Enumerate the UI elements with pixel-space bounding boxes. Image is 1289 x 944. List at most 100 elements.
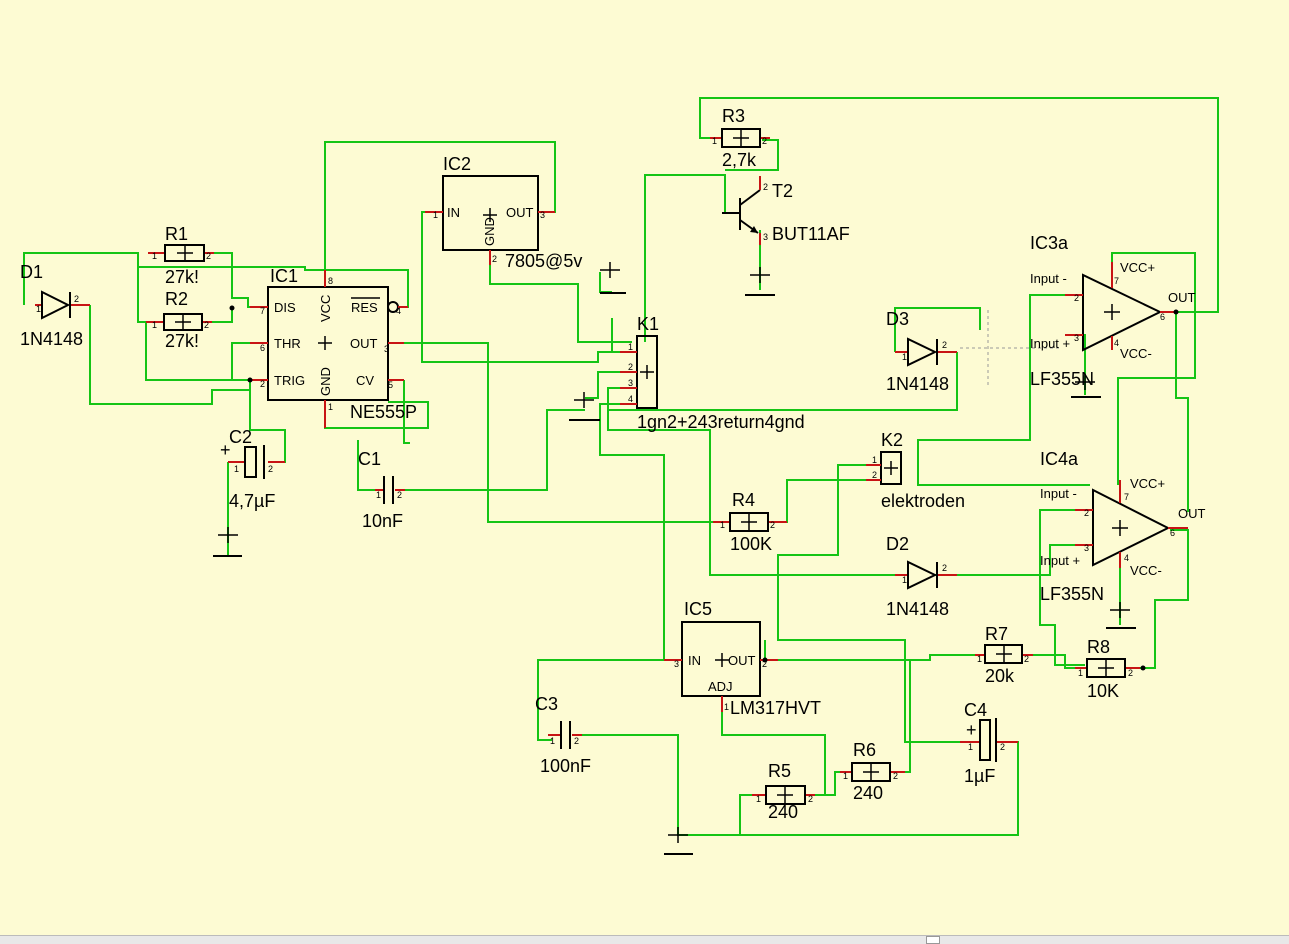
ic1-pin-out: OUT	[350, 336, 378, 351]
svg-text:1: 1	[902, 352, 907, 362]
ic2-pin-in: IN	[447, 205, 460, 220]
ic3a-label: IC3a	[1030, 233, 1069, 253]
svg-text:8: 8	[328, 276, 333, 286]
opamp-ic3a[interactable]: 236 74 Input - Input + VCC+ VCC- OUT IC3…	[1030, 233, 1196, 389]
ic1-pin-gnd: GND	[318, 367, 333, 396]
svg-text:2: 2	[1084, 508, 1089, 518]
wires	[23, 97, 1219, 836]
dashed-guides	[960, 310, 1060, 388]
ic2-value: 7805@5v	[505, 251, 582, 271]
svg-text:3: 3	[540, 210, 545, 220]
d1-label: D1	[20, 262, 43, 282]
svg-text:+: +	[966, 720, 977, 740]
ic3a-pin-inp: Input +	[1030, 336, 1070, 351]
ic1-ne555[interactable]: 762 81 435 DIS THR TRIG RES OUT CV VCC G…	[250, 266, 417, 428]
svg-text:3: 3	[384, 344, 389, 354]
ic1-label: IC1	[270, 266, 298, 286]
svg-text:7: 7	[1114, 276, 1119, 286]
svg-text:1: 1	[152, 320, 157, 330]
svg-text:6: 6	[260, 343, 265, 353]
r5-label: R5	[768, 761, 791, 781]
diode-d3[interactable]: 12 D3 1N4148	[886, 309, 957, 394]
ic3a-pin-vccp: VCC+	[1120, 260, 1155, 275]
svg-text:4: 4	[1124, 553, 1129, 563]
svg-text:2: 2	[628, 362, 633, 372]
c1-value: 10nF	[362, 511, 403, 531]
r7-value: 20k	[985, 666, 1015, 686]
svg-text:2: 2	[574, 736, 579, 746]
svg-text:1: 1	[433, 210, 438, 220]
t2-value: BUT11AF	[772, 224, 850, 244]
svg-text:2: 2	[763, 182, 768, 192]
svg-text:6: 6	[1170, 528, 1175, 538]
svg-text:5: 5	[388, 380, 393, 390]
r8-value: 10K	[1087, 681, 1119, 701]
ic1-value: NE555P	[350, 402, 417, 422]
r5-value: 240	[768, 802, 798, 822]
svg-text:2: 2	[762, 659, 767, 669]
svg-text:1: 1	[328, 402, 333, 412]
ic3a-pin-inm: Input -	[1030, 271, 1067, 286]
svg-text:1: 1	[712, 136, 717, 146]
r4-value: 100K	[730, 534, 772, 554]
resistor-r3[interactable]: 1 2 R3 2,7k	[710, 106, 770, 170]
opamp-ic4a[interactable]: 236 74 Input - Input + VCC+ VCC- OUT IC4…	[1040, 449, 1206, 604]
diode-d2[interactable]: 12 D2 1N4148	[886, 534, 957, 619]
ic1-pin-thr: THR	[274, 336, 301, 351]
d2-label: D2	[886, 534, 909, 554]
junctions	[229, 305, 1179, 671]
svg-text:3: 3	[628, 378, 633, 388]
r3-value: 2,7k	[722, 150, 757, 170]
svg-text:1: 1	[1078, 668, 1083, 678]
diode-d1[interactable]: 12 D1 1N4148	[20, 262, 90, 349]
c4-value: 1µF	[964, 766, 995, 786]
svg-text:1: 1	[872, 455, 877, 465]
ic3a-pin-vccm: VCC-	[1120, 346, 1152, 361]
transistor-t2[interactable]: 23 T2 BUT11AF	[722, 176, 850, 245]
d2-value: 1N4148	[886, 599, 949, 619]
k1-label: K1	[637, 314, 659, 334]
ic5-value: LM317HVT	[730, 698, 821, 718]
connector-k2[interactable]: 12 K2 elektroden	[866, 430, 965, 511]
svg-text:2: 2	[1000, 742, 1005, 752]
k1-value: 1gn2+243return4gnd	[637, 412, 805, 432]
svg-text:2: 2	[872, 470, 877, 480]
svg-text:4: 4	[1114, 338, 1119, 348]
svg-text:2: 2	[762, 136, 767, 146]
k2-value: elektroden	[881, 491, 965, 511]
ground-symbols	[213, 262, 1136, 855]
r8-label: R8	[1087, 637, 1110, 657]
c4-label: C4	[964, 700, 987, 720]
c2-value: 4,7µF	[229, 491, 275, 511]
r2-value: 27k!	[165, 331, 199, 351]
svg-text:7: 7	[260, 306, 265, 316]
svg-text:2: 2	[942, 563, 947, 573]
svg-text:2: 2	[206, 251, 211, 261]
r3-label: R3	[722, 106, 745, 126]
ic4a-pin-vccp: VCC+	[1130, 476, 1165, 491]
svg-text:3: 3	[1074, 333, 1079, 343]
svg-text:1: 1	[724, 702, 729, 712]
r1-label: R1	[165, 224, 188, 244]
r2-label: R2	[165, 289, 188, 309]
ic1-pin-cv: CV	[356, 373, 374, 388]
r6-label: R6	[853, 740, 876, 760]
ic2-label: IC2	[443, 154, 471, 174]
ic2-pin-gnd: GND	[482, 217, 497, 246]
ic5-pin-out: OUT	[728, 653, 756, 668]
